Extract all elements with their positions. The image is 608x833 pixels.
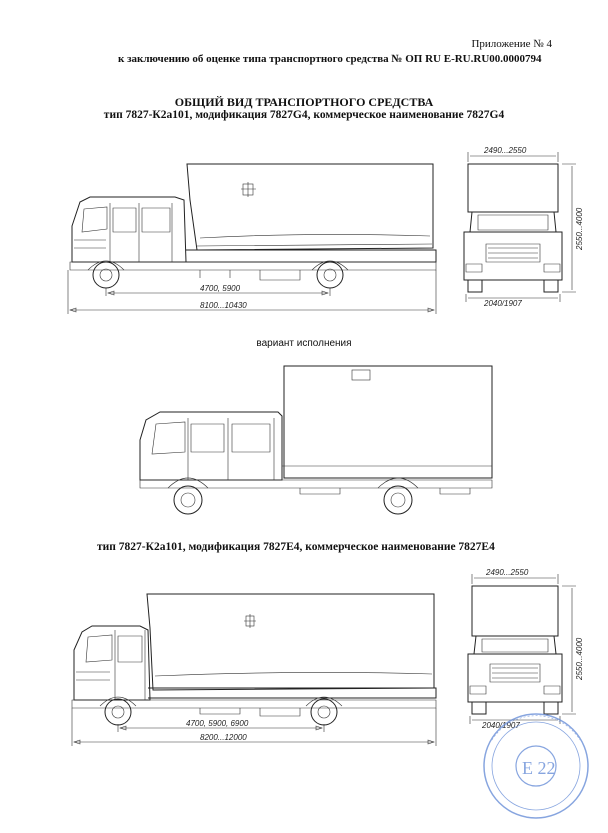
- truck2-width-dim: 2490...2550: [485, 568, 529, 577]
- truck2-track-dim: 2040/1907: [481, 721, 520, 730]
- truck2-front-view: 2490...2550 2040/1907 2550...4000: [467, 568, 584, 730]
- truck1-track-dim: 2040/1907: [483, 299, 522, 308]
- variant-label: вариант исполнения: [256, 338, 352, 349]
- truck2-length-dim: 8200...12000: [200, 733, 247, 742]
- page-title: ОБЩИЙ ВИД ТРАНСПОРТНОГО СРЕДСТВА: [174, 95, 434, 109]
- official-stamp: E 22: [483, 713, 589, 819]
- section1-subtitle: тип 7827-К2а101, модификация 7827G4, ком…: [103, 109, 505, 121]
- truck1-side-view: 4700, 5900 8100...10430: [67, 163, 437, 314]
- section2-subtitle: тип 7827-К2а101, модификация 7827E4, ком…: [97, 541, 495, 553]
- truck1-width-dim: 2490...2550: [483, 146, 527, 155]
- truck1-wheelbase-dim: 4700, 5900: [200, 284, 241, 293]
- appendix-label: Приложение № 4: [471, 38, 552, 50]
- stamp-center-text: E 22: [522, 758, 556, 778]
- truck2-wheelbase-dim: 4700, 5900, 6900: [186, 719, 249, 728]
- truck2-height-dim: 2550...4000: [575, 637, 584, 681]
- truck1-front-view: 2490...2550 2040/1907 2550...4000: [463, 146, 584, 308]
- variant-truck-side-view: [139, 365, 493, 515]
- conclusion-reference: к заключению об оценке типа транспортног…: [118, 53, 542, 65]
- truck1-length-dim: 8100...10430: [200, 301, 247, 310]
- truck2-side-view: 4700, 5900, 6900 8200...12000: [71, 593, 437, 746]
- truck1-height-dim: 2550...4000: [575, 207, 584, 251]
